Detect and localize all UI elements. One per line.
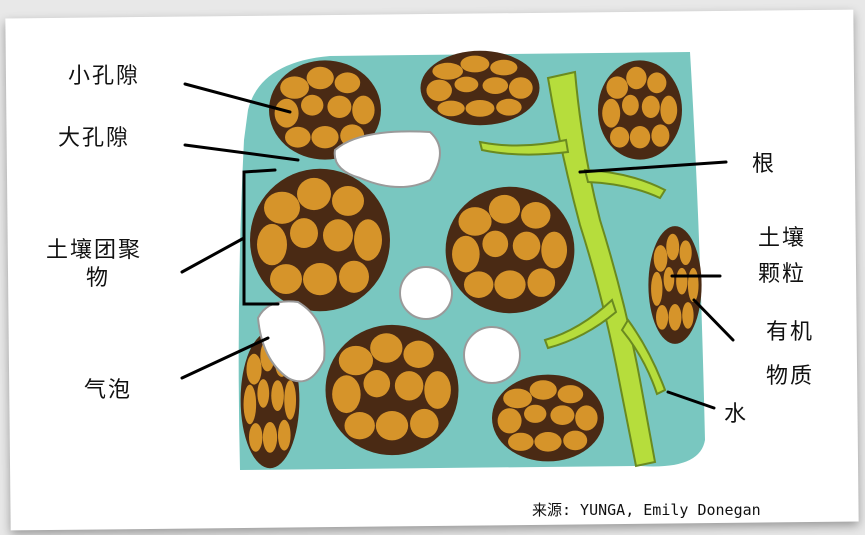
label-soil-particle-line1: 土壤 (758, 226, 806, 252)
soil-aggregate (250, 169, 390, 312)
soil-aggregate (446, 187, 575, 313)
soil-aggregate (648, 226, 701, 344)
label-aggregate-line1: 土壤团聚 (46, 238, 142, 264)
air-bubble (464, 327, 520, 383)
soil-aggregate (421, 51, 540, 125)
label-organic-line2: 物质 (766, 364, 814, 390)
label-micropore: 小孔隙 (68, 64, 140, 90)
source-credit: 来源: YUNGA, Emily Donegan (532, 499, 761, 520)
soil-aggregate (326, 325, 459, 455)
label-aggregate-line2: 物 (86, 266, 110, 292)
label-air-bubble: 气泡 (84, 378, 132, 404)
soil-aggregate (492, 375, 604, 462)
label-soil-particle-line2: 颗粒 (758, 262, 806, 288)
soil-aggregate (598, 60, 682, 159)
label-water: 水 (724, 402, 748, 428)
air-bubble (400, 267, 452, 319)
label-macropore: 大孔隙 (58, 126, 130, 152)
label-root: 根 (752, 152, 776, 178)
label-organic-line1: 有机 (766, 320, 814, 346)
